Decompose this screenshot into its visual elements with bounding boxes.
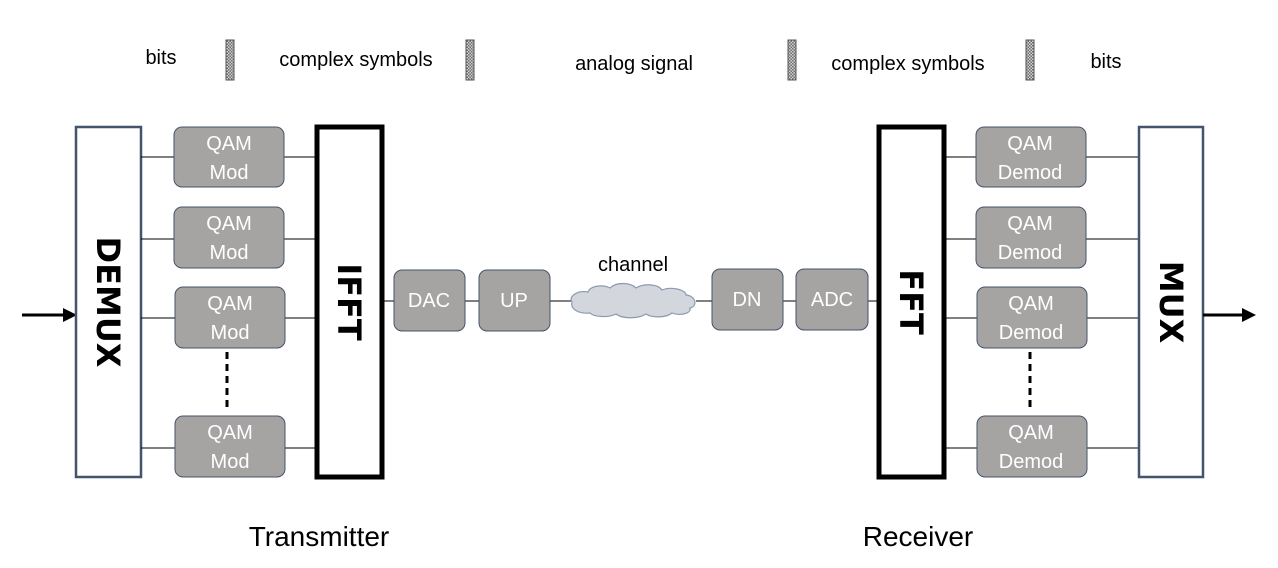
rx-connectors — [944, 156, 1139, 449]
qam-mod-block-3: QAM Mod — [174, 286, 286, 349]
mux-block — [1137, 125, 1205, 479]
adc-label: ADC — [811, 289, 853, 311]
qam-mod-line1: QAM — [207, 422, 253, 444]
qam-demod-line1: QAM — [1007, 133, 1053, 155]
up-label: UP — [500, 290, 528, 312]
qam-demod-line2: Demod — [999, 322, 1063, 344]
header-label-bits-rx: bits — [1090, 51, 1121, 73]
dac-label: DAC — [408, 290, 450, 312]
divider-marker — [1025, 39, 1035, 81]
receiver-caption: Receiver — [863, 521, 973, 552]
channel-cloud-icon — [570, 282, 696, 319]
dn-label: DN — [733, 289, 762, 311]
output-arrow-head — [1242, 308, 1256, 322]
channel-label: channel — [598, 254, 668, 276]
qam-demod-block-2: QAM Demod — [975, 206, 1087, 269]
divider-marker — [465, 39, 475, 81]
qam-demod-line1: QAM — [1008, 293, 1054, 315]
qam-mod-block-4: QAM Mod — [174, 415, 286, 478]
qam-demod-block-3: QAM Demod — [976, 286, 1088, 349]
divider-marker — [787, 39, 797, 81]
transmitter-caption: Transmitter — [249, 521, 390, 552]
qam-mod-line2: Mod — [210, 242, 249, 264]
qam-demod-block-1: QAM Demod — [975, 126, 1087, 188]
header-label-bits-tx: bits — [145, 47, 176, 69]
dn-block: DN — [711, 268, 784, 331]
header-label-analog-signal: analog signal — [575, 53, 693, 75]
qam-demod-line2: Demod — [998, 242, 1062, 264]
demux-label: DEMUX — [89, 237, 127, 368]
fft-label: FFT — [892, 269, 930, 335]
header-label-complex-symbols-rx: complex symbols — [831, 53, 984, 75]
header-label-complex-symbols-tx: complex symbols — [279, 49, 432, 71]
qam-mod-block-2: QAM Mod — [173, 206, 285, 269]
ifft-block — [314, 124, 385, 480]
qam-demod-line2: Demod — [999, 451, 1063, 473]
qam-mod-line2: Mod — [210, 162, 249, 184]
qam-demod-line1: QAM — [1008, 422, 1054, 444]
input-arrow-head — [63, 308, 77, 322]
dac-block: DAC — [393, 269, 466, 332]
ifft-label: IFFT — [330, 263, 368, 341]
adc-block: ADC — [795, 268, 869, 331]
up-block: UP — [478, 269, 551, 332]
tx-connectors — [141, 156, 317, 449]
qam-mod-line1: QAM — [206, 213, 252, 235]
fft-block — [876, 124, 947, 480]
qam-demod-block-4: QAM Demod — [976, 415, 1088, 478]
qam-mod-block-1: QAM Mod — [173, 126, 285, 188]
demux-block — [74, 125, 143, 479]
qam-mod-line1: QAM — [207, 293, 253, 315]
divider-marker — [225, 39, 235, 81]
mux-label: MUX — [1152, 261, 1190, 344]
qam-mod-line2: Mod — [211, 451, 250, 473]
qam-mod-line1: QAM — [206, 133, 252, 155]
qam-demod-line2: Demod — [998, 162, 1062, 184]
qam-demod-line1: QAM — [1007, 213, 1053, 235]
qam-mod-line2: Mod — [211, 322, 250, 344]
